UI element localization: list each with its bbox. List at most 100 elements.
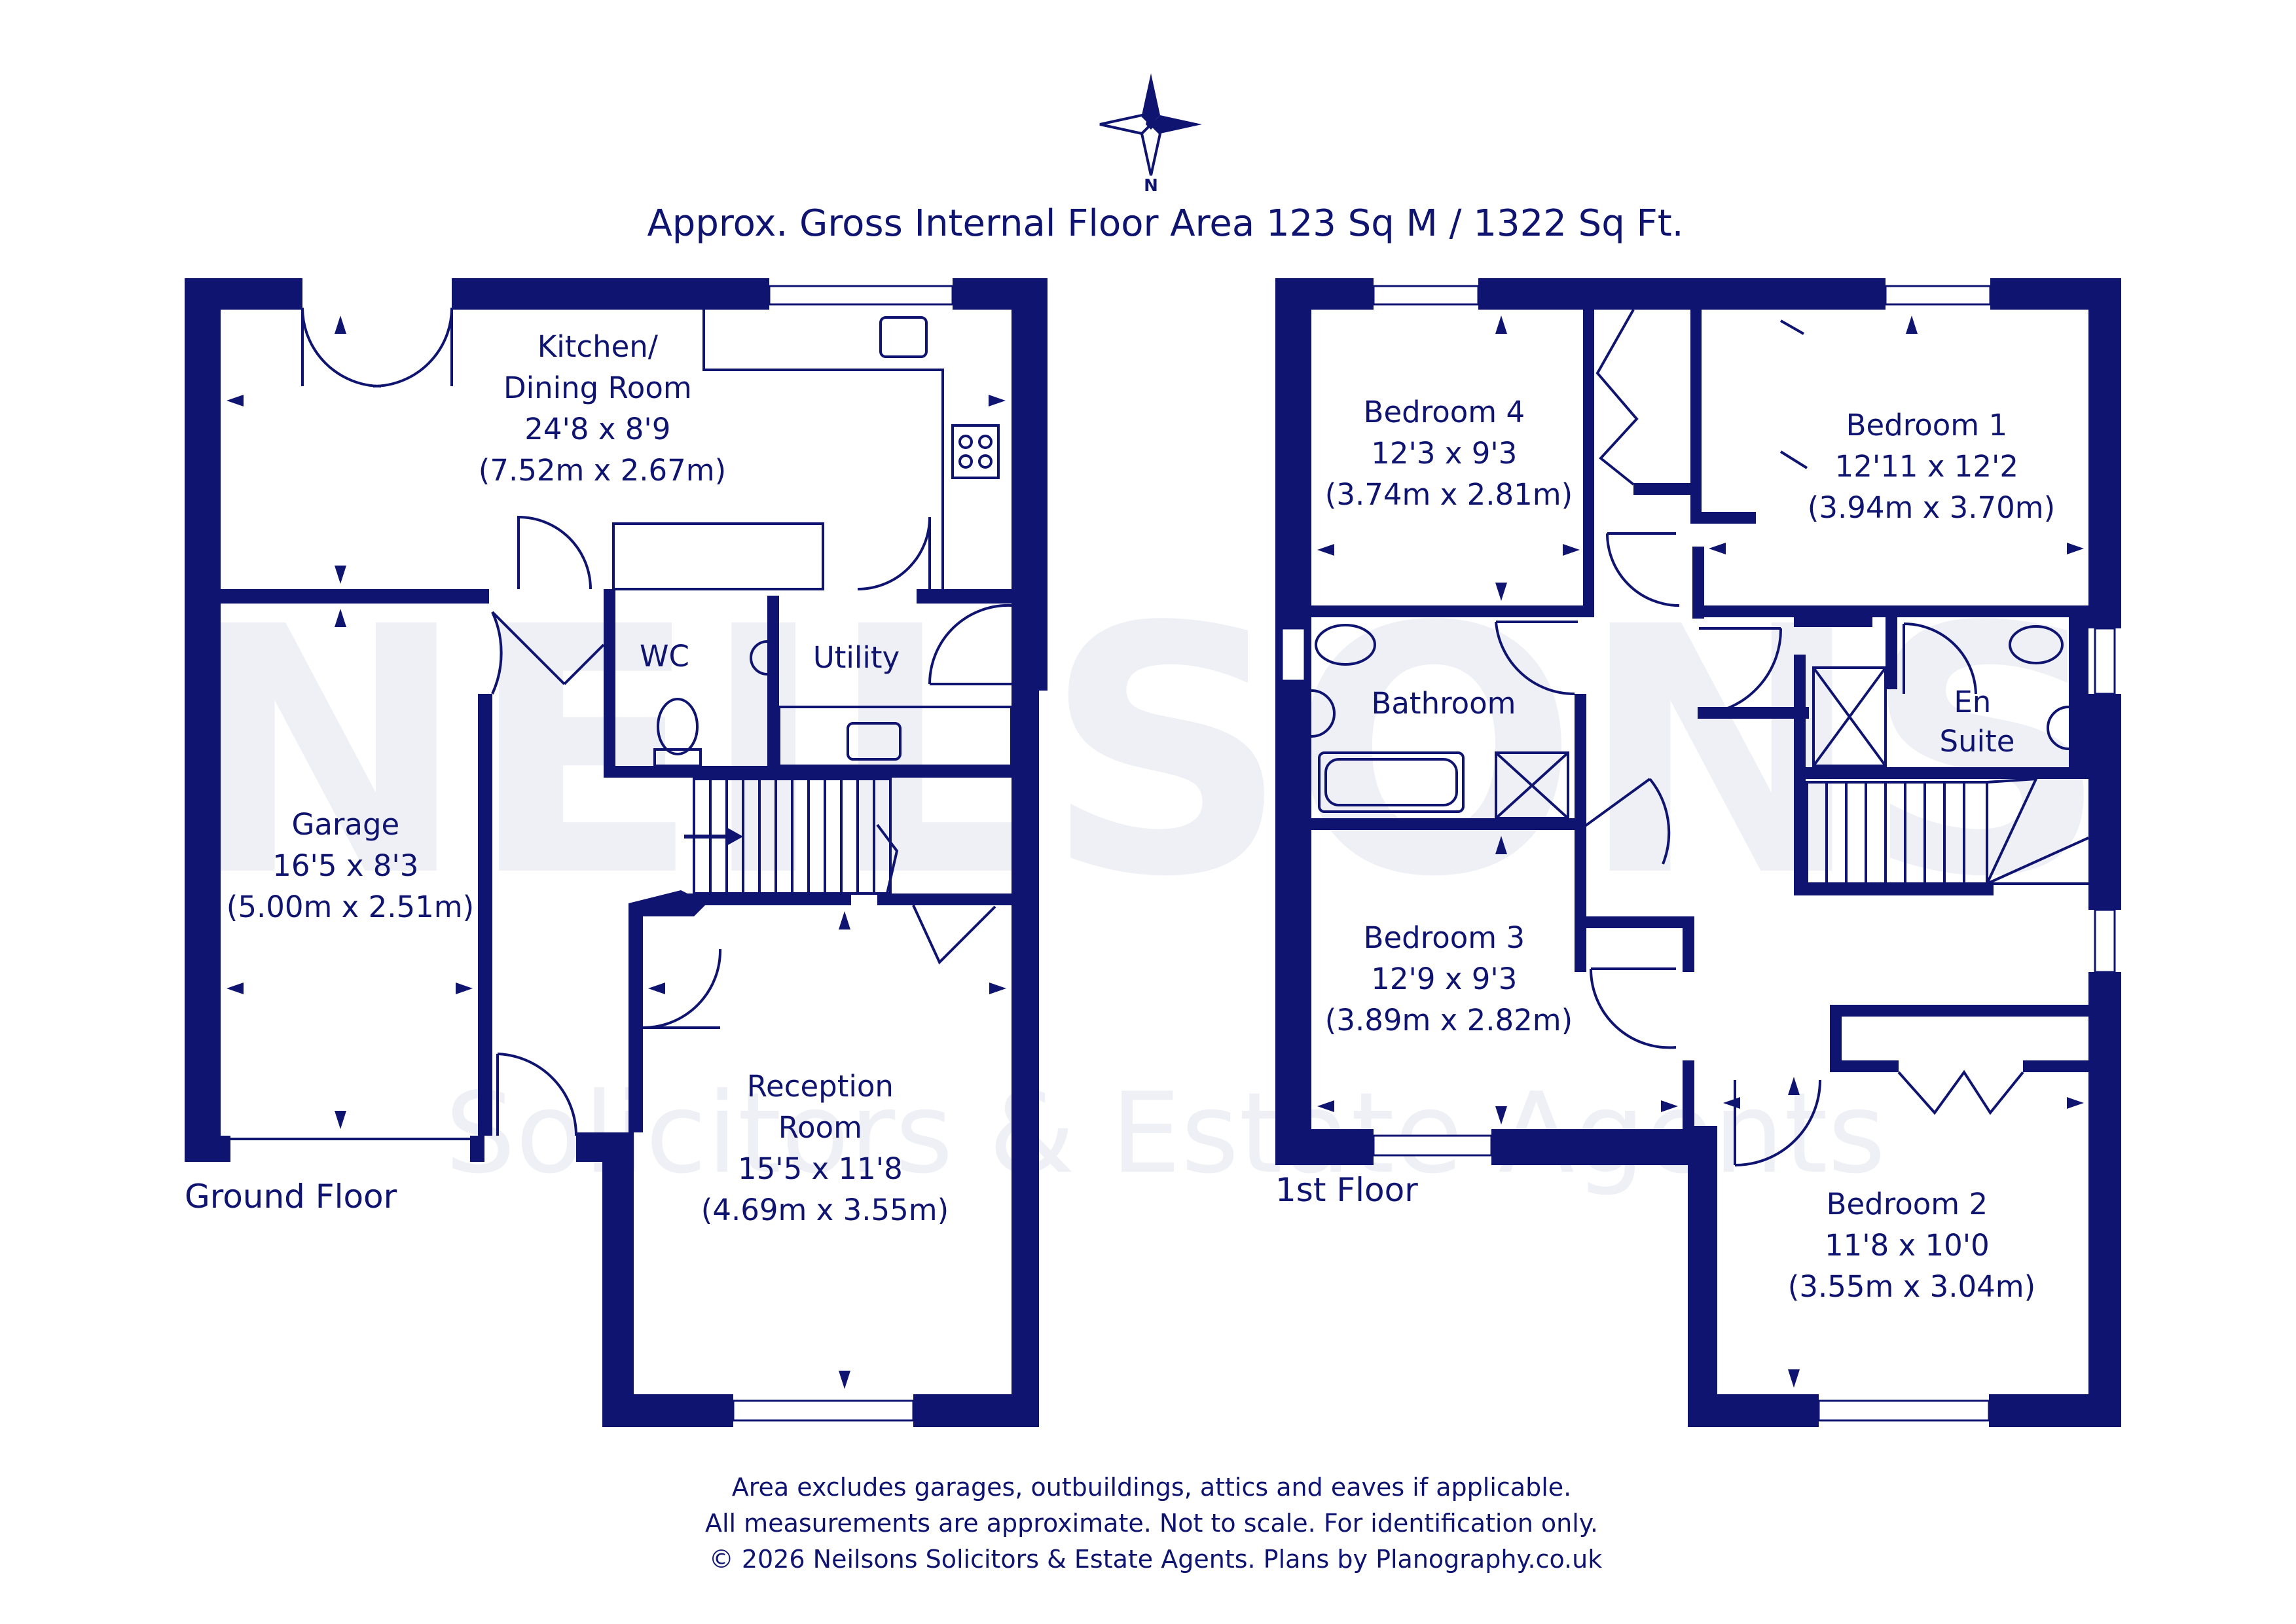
wall <box>1275 278 1311 1165</box>
window <box>1281 627 1306 682</box>
wall <box>470 1136 484 1162</box>
wall <box>1311 605 1594 617</box>
page-title: Approx. Gross Internal Floor Area 123 Sq… <box>647 202 1683 245</box>
wall <box>452 278 769 310</box>
wall <box>1830 1005 2088 1017</box>
wall <box>576 1132 634 1162</box>
utility-counter <box>778 706 1013 767</box>
wall <box>1704 605 2088 617</box>
hob-icon <box>951 424 1000 479</box>
wall <box>1011 278 1048 691</box>
wardrobe-door <box>1779 319 1808 469</box>
staircase <box>1806 777 2089 885</box>
window <box>1372 1134 1493 1157</box>
bedroom1-door <box>1699 627 1783 715</box>
room-label-utility: Utility <box>813 640 900 675</box>
wall <box>1575 916 1683 928</box>
front-door <box>496 1053 578 1136</box>
wall <box>1683 1060 1694 1129</box>
wall <box>2069 617 2088 768</box>
wall <box>1830 1005 1842 1070</box>
wall <box>1683 916 1694 972</box>
room-label-kitchen: Kitchen/ Dining Room 24'8 x 8'9 (7.52m x… <box>479 329 726 488</box>
wall <box>1794 767 2088 779</box>
wall <box>1886 617 1897 689</box>
door <box>1589 967 1677 1049</box>
watermark-logo: NEILSONS <box>183 554 2109 951</box>
wardrobe-door <box>1897 1070 2024 1115</box>
wall <box>1989 1394 2121 1427</box>
room-label-reception: Reception Room 15'5 x 11'8 (4.69m x 3.55… <box>701 1069 949 1227</box>
first-floor-plan <box>1275 278 2121 1427</box>
toilet-icon <box>2009 625 2064 664</box>
room-label-bedroom4: Bedroom 4 12'3 x 9'3 (3.74m x 2.81m) <box>1325 395 1573 512</box>
compass-rose-icon <box>1099 73 1202 176</box>
wall <box>1692 547 1704 619</box>
wall <box>2088 278 2121 628</box>
room-label-bedroom1: Bedroom 1 12'11 x 12'2 (3.94m x 3.70m) <box>1808 408 2055 525</box>
wall <box>1794 779 1806 893</box>
wall <box>185 278 302 310</box>
wall <box>221 1136 230 1162</box>
floor-label-first: 1st Floor <box>1275 1171 1418 1209</box>
shower-icon <box>1495 751 1569 820</box>
reception-door <box>642 948 722 1029</box>
wall <box>1311 818 1580 830</box>
wall <box>877 893 1011 905</box>
kitchen-counter <box>702 310 944 589</box>
wall <box>1794 884 1994 895</box>
wall <box>221 589 489 604</box>
window <box>1884 285 1992 306</box>
wall <box>1794 655 1806 779</box>
room-label-ensuite: En Suite <box>1940 685 2015 759</box>
patio-door <box>373 307 453 388</box>
wall <box>767 596 779 778</box>
room-label-bedroom2: Bedroom 2 11'8 x 10'0 (3.55m x 3.04m) <box>1788 1187 2035 1304</box>
wall <box>1575 694 1586 972</box>
ground-floor-plan <box>185 278 1048 1427</box>
basin-icon <box>2047 706 2069 750</box>
wall <box>681 893 851 905</box>
compass-north-label: N <box>1144 176 1158 196</box>
sink-icon <box>847 722 902 761</box>
wall <box>1794 615 1872 627</box>
room-label-garage: Garage 16'5 x 8'3 (5.00m x 2.51m) <box>227 807 474 924</box>
wardrobe-door <box>1595 309 1639 486</box>
bedroom4-door <box>1606 532 1680 607</box>
wall <box>1583 310 1594 617</box>
toilet-icon <box>1315 624 1376 666</box>
toilet-cistern <box>653 748 702 767</box>
wall <box>478 694 492 1136</box>
room-label-bathroom: Bathroom <box>1371 686 1516 721</box>
wall <box>1690 310 1702 519</box>
wall <box>2088 694 2121 910</box>
wall <box>604 589 615 776</box>
wall <box>1690 512 1756 524</box>
basin-icon <box>750 640 768 676</box>
ensuite-door <box>1903 623 1977 695</box>
footer-notes: Area excludes garages, outbuildings, att… <box>705 1473 1606 1574</box>
window <box>768 285 954 306</box>
bath-icon <box>1318 751 1465 813</box>
wall <box>185 278 221 1162</box>
back-door <box>928 604 1012 685</box>
kitchen-island <box>612 522 824 590</box>
wall <box>629 903 643 1132</box>
patio-door <box>301 307 382 388</box>
watermark: NEILSONS Solicitors & Estate Agents <box>183 554 2109 1199</box>
kitchen-door <box>857 516 931 590</box>
wall <box>2088 972 2121 1427</box>
room-label-bedroom3: Bedroom 3 12'9 x 9'3 (3.89m x 2.82m) <box>1325 920 1573 1038</box>
wall <box>2023 1060 2088 1072</box>
bedroom2-door <box>1734 1079 1821 1166</box>
wall <box>913 1394 1039 1427</box>
wall <box>917 589 1011 604</box>
floor-label-ground: Ground Floor <box>185 1178 397 1216</box>
wall <box>1275 278 1374 310</box>
wall <box>1633 483 1692 495</box>
wall <box>1830 1060 1899 1072</box>
wall <box>1478 278 1886 310</box>
shower-icon <box>1812 666 1887 767</box>
window <box>2094 627 2116 695</box>
